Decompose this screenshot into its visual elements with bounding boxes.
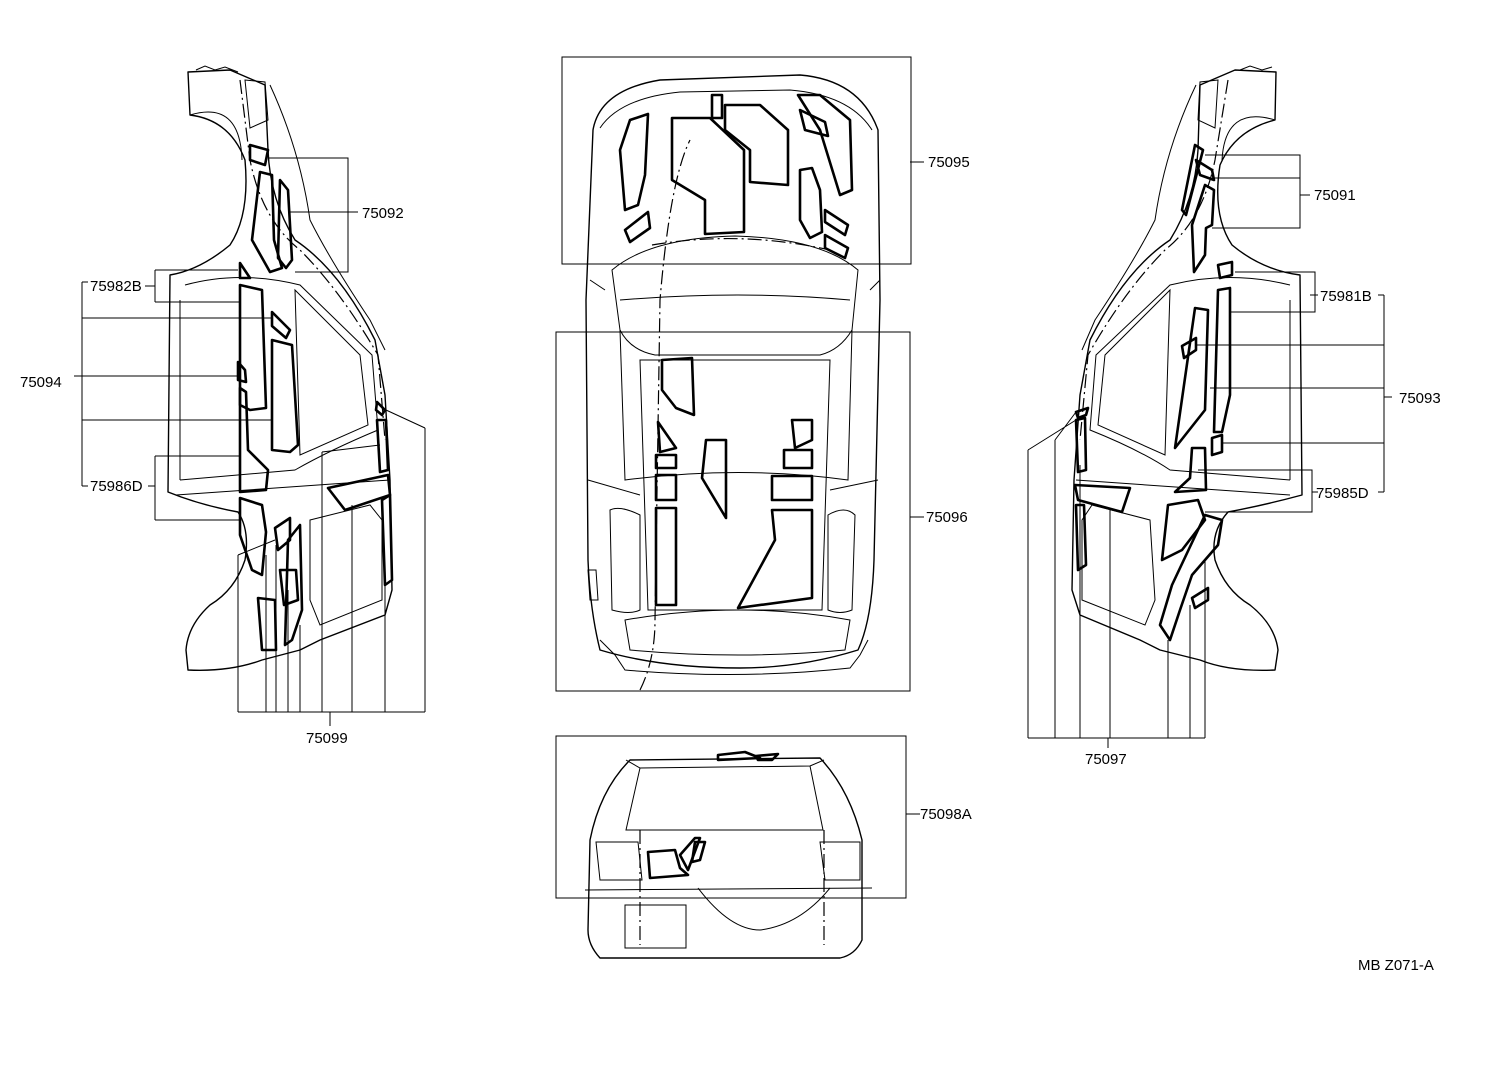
label-75985D: 75985D [1316,485,1369,502]
top-view: 75095 75096 75098A [555,56,972,959]
label-75099: 75099 [306,730,348,747]
label-75982B: 75982B [90,278,142,295]
label-75092: 75092 [362,205,404,222]
label-75091: 75091 [1314,187,1356,204]
label-75098A: 75098A [920,806,972,823]
label-75096: 75096 [926,509,968,526]
label-75095: 75095 [928,154,970,171]
left-side-view: 75092 75982B 75094 75986D 75099 [20,65,426,747]
label-75093: 75093 [1399,390,1441,407]
label-75097: 75097 [1085,751,1127,768]
right-side-view: 75091 75981B 75093 75985D 75097 [1027,65,1441,768]
label-75981B: 75981B [1320,288,1372,305]
label-75094: 75094 [20,374,62,391]
label-75986D: 75986D [90,478,143,495]
figure-code: MB Z071-A [1358,957,1434,974]
